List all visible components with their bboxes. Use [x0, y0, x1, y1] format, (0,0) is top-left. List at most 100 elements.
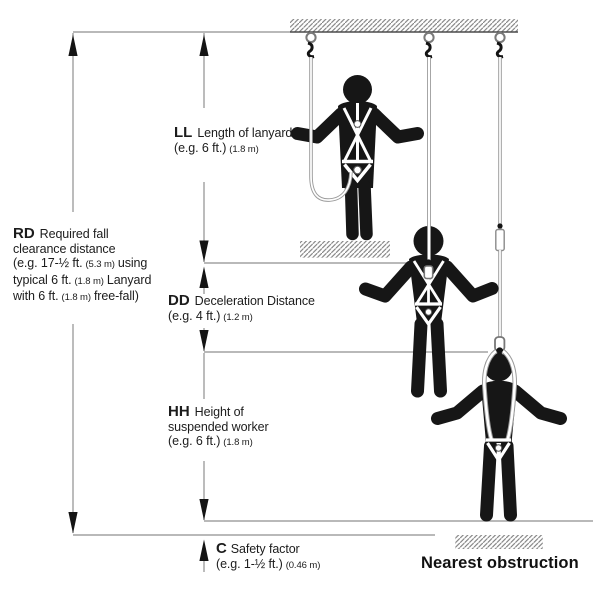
rd-label-line5: with 6 ft.(1.8 m)free-fall)	[13, 289, 151, 306]
c-arrow-up-icon	[199, 539, 209, 561]
ll-metric: (1.8 m)	[229, 143, 259, 155]
left-arm	[431, 384, 490, 425]
dd-example: (e.g. 4 ft.)	[168, 308, 221, 323]
left-leg	[480, 439, 497, 522]
left-leg	[411, 317, 428, 398]
dd-arrow-down-icon	[199, 330, 209, 352]
hh-label-line2: suspended worker	[168, 420, 269, 435]
harness-straps	[481, 349, 518, 463]
dd-text: Deceleration Distance	[194, 294, 315, 308]
dd-metric: (1.2 m)	[223, 311, 253, 323]
rd-label-line3: (e.g. 17-½ ft.(5.3 m)using	[13, 256, 151, 273]
ceiling-hatch	[290, 19, 518, 32]
worker-falling-figure	[359, 226, 499, 398]
belt-buckle-icon	[353, 165, 362, 175]
lanyard-rope	[309, 57, 353, 202]
rd-text-3c: using	[117, 256, 148, 271]
hh-example: (e.g. 6 ft.)	[168, 434, 221, 449]
rd-text-2: clearance distance	[13, 241, 116, 256]
anchor-ring-icon	[494, 31, 506, 44]
rd-text-5a: with 6 ft.	[13, 289, 59, 304]
anchors	[305, 31, 506, 59]
carabiner-icon	[423, 265, 434, 280]
hh-label: HH Height of suspended worker (e.g. 6 ft.…	[168, 403, 269, 451]
dd-label-line2: (e.g. 4 ft.)(1.2 m)	[168, 309, 315, 326]
rd-label-line1: RD Required fall	[13, 225, 151, 242]
hh-arrow-down-icon	[199, 499, 209, 521]
rd-text-4b: (1.8 m)	[74, 275, 104, 287]
right-leg	[358, 179, 373, 241]
dd-label: DD Deceleration Distance (e.g. 4 ft.)(1.2…	[168, 292, 315, 326]
c-example: (e.g. 1-½ ft.)	[216, 556, 283, 571]
ll-label: LL Length of lanyard (e.g. 6 ft.)(1.8 m)	[174, 124, 293, 158]
anchor-ring-icon	[423, 31, 435, 44]
right-arm	[367, 107, 424, 144]
c-metric: (0.46 m)	[285, 559, 321, 571]
obstruction-hatch	[455, 535, 543, 549]
right-arm	[508, 384, 567, 425]
carabiner-hook-icon	[424, 41, 433, 59]
right-leg	[430, 317, 447, 398]
ceiling	[290, 19, 518, 33]
dimension-arrows	[68, 34, 209, 561]
left-arm	[291, 107, 348, 144]
hh-text-2: suspended worker	[168, 419, 269, 434]
right-arm	[440, 260, 499, 303]
connector-link-icon	[497, 223, 503, 229]
rd-label: RD Required fall clearance distance (e.g.…	[13, 225, 151, 306]
c-code: C	[216, 540, 227, 557]
dd-code: DD	[168, 292, 190, 309]
rd-label-line4: typical 6 ft.(1.8 m)Lanyard	[13, 273, 151, 290]
rd-label-line2: clearance distance	[13, 242, 151, 257]
rd-text-5b: (1.8 m)	[61, 292, 91, 304]
left-arm	[359, 260, 418, 303]
hh-label-line3: (e.g. 6 ft.)(1.8 m)	[168, 434, 269, 451]
ll-arrow-up-icon	[199, 34, 209, 56]
rd-text-4c: Lanyard	[106, 272, 152, 287]
harness-straps	[342, 103, 373, 184]
rope-core	[310, 57, 352, 201]
harness-straps	[412, 260, 445, 327]
rd-text-5c: free-fall)	[93, 289, 139, 304]
head	[484, 353, 513, 382]
rd-text-3b: (5.3 m)	[85, 259, 115, 271]
belt-buckle-icon	[424, 308, 433, 316]
rd-arrow-up-icon	[68, 34, 78, 56]
rd-code: RD	[13, 225, 35, 242]
dd-arrow-up-icon	[199, 266, 209, 288]
anchor-1	[305, 31, 317, 59]
carabiner-hook-icon	[306, 41, 315, 59]
d-ring-icon	[424, 259, 433, 267]
d-ring-icon	[496, 347, 504, 355]
platform-hatch	[300, 241, 390, 258]
nearest-obstruction-label: Nearest obstruction	[421, 554, 579, 572]
hh-text-1: Height of	[194, 405, 244, 419]
rd-arrow-down-icon	[68, 512, 78, 534]
right-leg	[500, 439, 517, 522]
head	[343, 75, 372, 104]
hh-code: HH	[168, 403, 190, 420]
ll-label-line2: (e.g. 6 ft.)(1.8 m)	[174, 141, 292, 158]
ll-code: LL	[174, 124, 193, 141]
carabiner-hook-icon	[495, 41, 504, 59]
hh-metric: (1.8 m)	[223, 437, 253, 449]
rd-text-1: Required fall	[39, 227, 109, 241]
rd-text-4a: typical 6 ft.	[13, 272, 72, 287]
lifeline-2	[423, 57, 434, 280]
ll-arrow-down-icon	[199, 240, 209, 262]
anchor-ring-icon	[305, 31, 317, 44]
chest-ring-icon	[353, 120, 362, 128]
anchor-3	[494, 31, 506, 59]
hh-label-line1: HH Height of	[168, 403, 269, 420]
ll-example: (e.g. 6 ft.)	[174, 140, 227, 155]
worker-standing-figure	[291, 75, 424, 241]
ll-text: Length of lanyard	[197, 126, 293, 140]
energy-absorber-icon	[495, 228, 505, 252]
left-leg	[344, 179, 359, 241]
worker-suspended-figure	[431, 349, 567, 522]
rd-text-3a: (e.g. 17-½ ft.	[13, 256, 83, 271]
